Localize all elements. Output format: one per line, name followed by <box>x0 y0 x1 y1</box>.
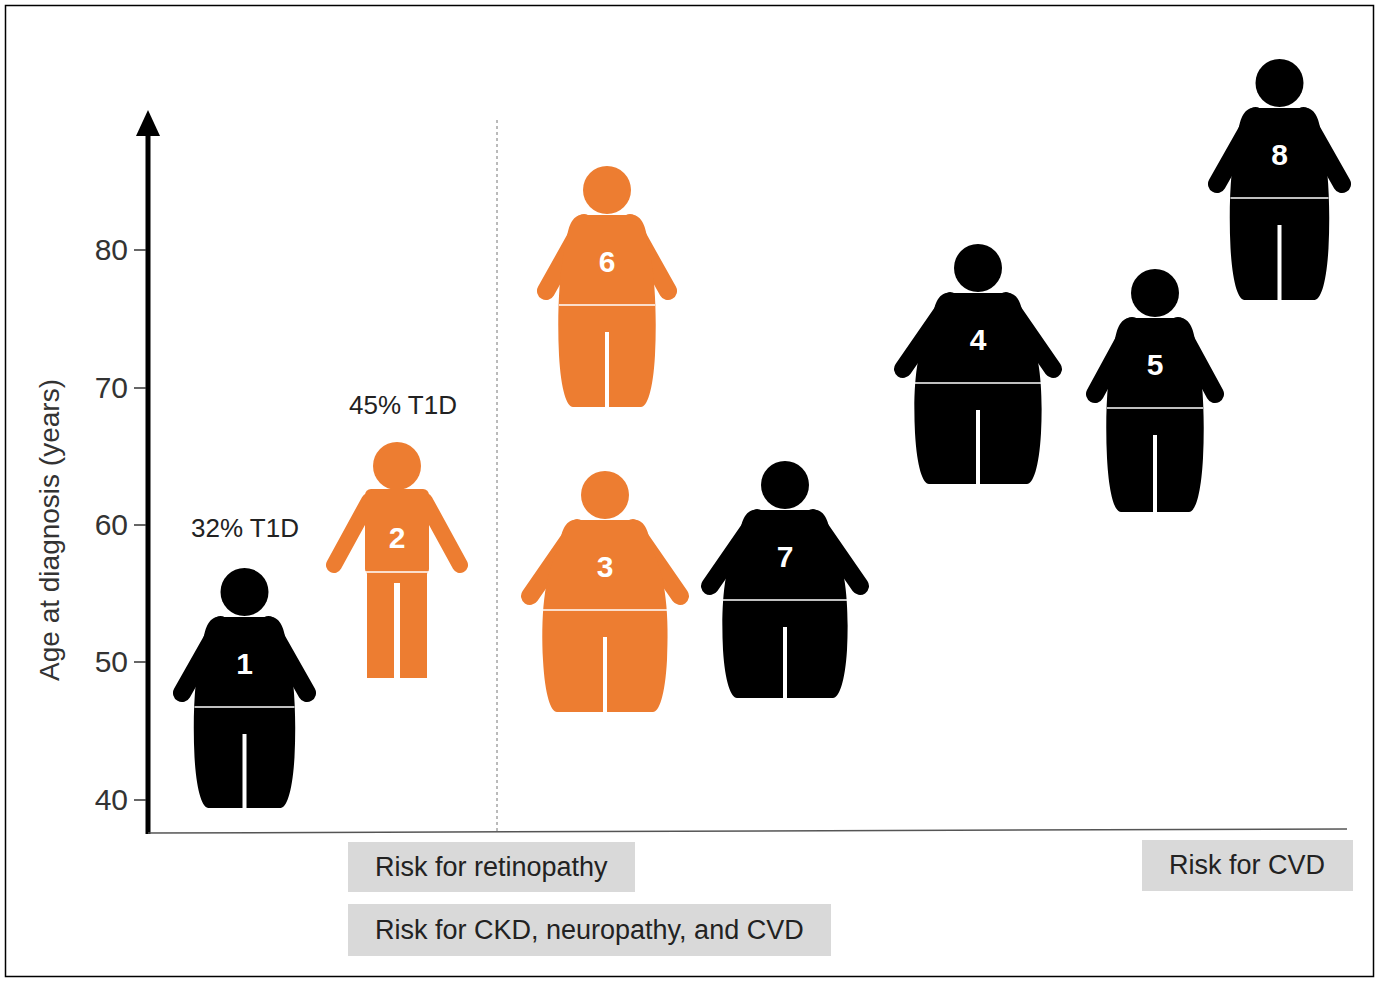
percent-label: 45% T1D <box>349 390 457 421</box>
leg-gap <box>783 627 787 698</box>
person-figure <box>520 470 690 712</box>
waist-line <box>195 706 295 708</box>
risk-label: Risk for retinopathy <box>375 842 608 892</box>
waist-line <box>365 571 429 573</box>
person-figure <box>1207 58 1352 300</box>
figure-body <box>558 215 655 407</box>
tick-label: 70 <box>95 370 128 406</box>
person-node: 3 <box>520 470 690 712</box>
risk-box: Risk for CKD, neuropathy, and CVD <box>348 904 831 956</box>
tick-label: 80 <box>95 232 128 268</box>
tick-label: 40 <box>95 782 128 818</box>
callout-number: 1 <box>172 646 317 682</box>
leg-gap <box>976 410 980 484</box>
person-figure <box>536 165 678 407</box>
callout-number: 6 <box>536 244 678 280</box>
person-node: 6 <box>536 165 678 407</box>
outer-border <box>6 6 1374 977</box>
figure-body <box>194 617 295 808</box>
x-axis-line <box>148 829 1347 833</box>
callout-number: 4 <box>893 322 1063 358</box>
tick-label: 50 <box>95 644 128 680</box>
tick-label: 60 <box>95 507 128 543</box>
waist-line <box>543 609 667 611</box>
figure-head <box>583 166 631 214</box>
person-figure <box>324 441 470 678</box>
person-node: 5 <box>1085 268 1225 512</box>
y-axis-ticks <box>134 250 146 800</box>
risk-label: Risk for CKD, neuropathy, and CVD <box>375 904 804 956</box>
person-figure <box>172 567 317 808</box>
figure-body <box>722 510 847 698</box>
waist-line <box>1231 197 1329 199</box>
risk-box: Risk for CVD <box>1142 840 1353 891</box>
callout-number: 7 <box>700 539 870 575</box>
tick-mark <box>134 249 146 251</box>
figure-head <box>581 471 629 519</box>
tick-mark <box>134 524 146 526</box>
leg-gap <box>243 734 247 808</box>
figure-head <box>1256 59 1304 107</box>
figure-body <box>1106 318 1203 512</box>
person-node: 8 <box>1207 58 1352 300</box>
figure-arm <box>334 501 369 565</box>
y-axis-line <box>146 130 151 834</box>
leg-gap <box>1153 435 1157 512</box>
waist-line <box>915 382 1041 384</box>
divider-line <box>497 120 498 832</box>
figure-head <box>1131 269 1179 317</box>
waist-line <box>559 304 655 306</box>
leg-gap <box>1278 225 1282 300</box>
waist-line <box>1107 407 1203 409</box>
person-figure <box>1085 268 1225 512</box>
figure-body <box>914 293 1041 484</box>
tick-mark <box>134 661 146 663</box>
risk-label: Risk for CVD <box>1169 840 1325 891</box>
figure-head <box>373 442 421 490</box>
person-figure <box>893 243 1063 484</box>
person-node: 1 <box>172 567 317 808</box>
leg-gap <box>603 637 607 712</box>
figure-head <box>761 461 809 509</box>
waist-line <box>723 599 847 601</box>
figure-body <box>542 520 667 712</box>
leg-gap <box>394 583 400 678</box>
figure-legs <box>367 569 427 678</box>
y-axis-arrowhead <box>136 110 160 136</box>
figure-arm <box>425 501 460 565</box>
leg-gap <box>605 332 609 407</box>
figure-body <box>1230 108 1329 300</box>
figure-head <box>954 244 1002 292</box>
person-figure <box>700 460 870 698</box>
callout-number: 3 <box>520 549 690 585</box>
risk-box: Risk for retinopathy <box>348 842 635 892</box>
person-node: 4 <box>893 243 1063 484</box>
figure-head <box>221 568 269 616</box>
callout-number: 2 <box>324 520 470 556</box>
callout-number: 8 <box>1207 137 1352 173</box>
person-node: 7 <box>700 460 870 698</box>
person-node: 2 <box>324 441 470 678</box>
percent-label: 32% T1D <box>191 513 299 544</box>
callout-number: 5 <box>1085 347 1225 383</box>
tick-mark <box>134 799 146 801</box>
tick-mark <box>134 387 146 389</box>
axis-title: Age at diagnosis (years) <box>33 379 67 681</box>
